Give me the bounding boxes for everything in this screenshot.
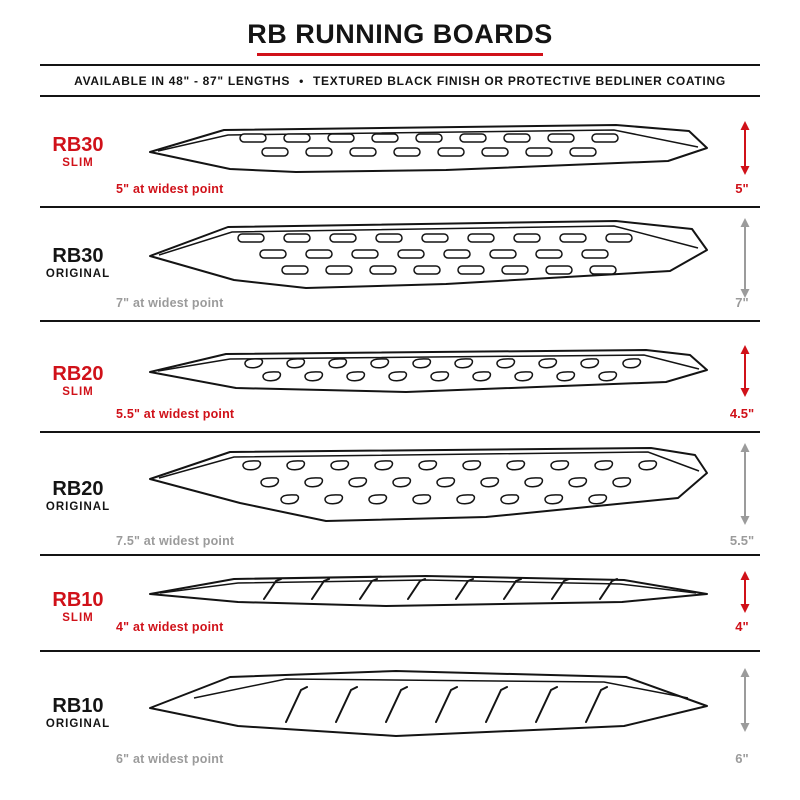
model-name: RB10 [52,588,104,611]
page-title: RB RUNNING BOARDS [247,19,553,49]
rb10-slim-board-drawing [149,574,708,607]
rb30-original-board-drawing [149,219,708,289]
height-note: 5.5" [729,532,755,548]
product-row-rb10-slim: RB10 SLIM 4" at widest point 4" [40,556,760,652]
height-arrow [740,570,750,613]
variant-name: ORIGINAL [45,717,111,730]
variant-name: ORIGINAL [45,500,111,513]
width-note: 6" at widest point [116,751,224,766]
model-name: RB20 [52,477,104,500]
bullet-separator: • [299,73,304,88]
rb20-slim-board-drawing [149,348,708,393]
height-arrow [740,667,750,732]
product-label: RB10 ORIGINAL [40,694,116,730]
rb30-slim-board-drawing [149,123,708,173]
product-row-rb20-original: RB20 ORIGINAL 7.5" at widest point 5.5" [40,433,760,556]
product-row-rb10-original: RB10 ORIGINAL 6" at widest point 6" [40,652,760,800]
product-label: RB10 SLIM [40,588,116,624]
height-arrow [740,344,750,397]
header: RB RUNNING BOARDS AVAILABLE IN 48" - 87"… [0,0,800,97]
width-note: 5.5" at widest point [116,406,235,421]
height-note: 6" [735,750,749,766]
product-label: RB20 SLIM [40,362,116,398]
product-label: RB30 SLIM [40,133,116,169]
product-label: RB30 ORIGINAL [40,244,116,280]
model-name: RB30 [52,133,104,156]
product-row-rb30-original: RB30 ORIGINAL 7" at widest point 7" [40,208,760,322]
model-name: RB10 [52,694,104,717]
variant-name: SLIM [62,156,94,169]
height-arrow [740,442,750,525]
variant-name: SLIM [62,611,94,624]
title-underline-accent [257,52,543,56]
subtitle-bar: AVAILABLE IN 48" - 87" LENGTHS • TEXTURED … [40,63,760,97]
width-note: 7.5" at widest point [116,533,235,548]
variant-name: SLIM [62,385,94,398]
width-note: 4" at widest point [116,619,224,634]
height-arrow [740,120,750,175]
product-label: RB20 ORIGINAL [40,477,116,513]
variant-name: ORIGINAL [45,267,111,280]
height-note: 4" [735,618,749,634]
model-name: RB30 [52,244,104,267]
width-note: 5" at widest point [116,181,224,196]
product-row-rb20-slim: RB20 SLIM 5.5" at widest point 4.5" [40,322,760,433]
rb10-original-board-drawing [149,669,708,737]
height-note: 7" [735,294,749,310]
subtitle-lengths: AVAILABLE IN 48" - 87" LENGTHS [74,73,291,88]
height-note: 5" [735,180,749,196]
model-name: RB20 [52,362,104,385]
height-arrow [740,217,750,298]
height-note: 4.5" [729,405,755,421]
rb20-original-board-drawing [149,446,708,522]
subtitle-finish: TEXTURED BLACK FINISH OR PROTECTIVE BEDL… [313,73,726,88]
product-row-rb30-slim: RB30 SLIM 5" at widest point 5" [40,97,760,208]
width-note: 7" at widest point [116,295,224,310]
